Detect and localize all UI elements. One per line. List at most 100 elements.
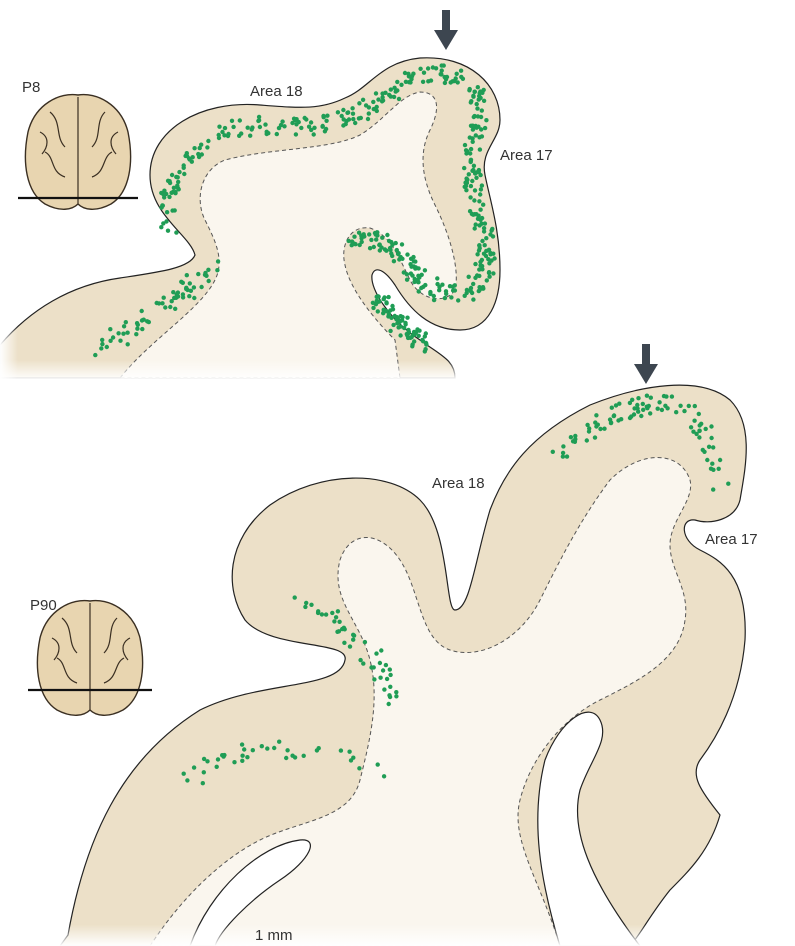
p8-cell [170, 299, 174, 303]
p8-cell [378, 242, 382, 246]
p90-cell [656, 407, 660, 411]
p8-cell [277, 126, 281, 130]
p8-cell [451, 288, 455, 292]
p90-cell [660, 408, 664, 412]
p8-cell [294, 132, 298, 136]
p90-cell [689, 425, 693, 429]
p8-cell [480, 134, 484, 138]
p8-cell [189, 289, 193, 293]
p8-cell [423, 283, 427, 287]
p90-cell [240, 742, 244, 746]
p8-cell [176, 175, 180, 179]
p90-cell [610, 406, 614, 410]
p8-cell [465, 288, 469, 292]
p90-cell [635, 403, 639, 407]
p90-cell [718, 458, 722, 462]
p90-cell [265, 746, 269, 750]
p8-cell [399, 83, 403, 87]
p8-cell [266, 131, 270, 135]
p8-cell [491, 234, 495, 238]
p8-cell [473, 188, 477, 192]
p8-cell [155, 301, 159, 305]
p8-cell [176, 180, 180, 184]
p8-cell [477, 97, 481, 101]
p8-cell [184, 287, 188, 291]
p8-cell [484, 236, 488, 240]
p8-cell [374, 237, 378, 241]
p90-cell [376, 762, 380, 766]
p8-cell [322, 115, 326, 119]
p8-cell [413, 332, 417, 336]
p8-cell [324, 119, 328, 123]
p8-cell [478, 208, 482, 212]
p8-cell [471, 282, 475, 286]
p90-cell [384, 663, 388, 667]
p8-cell [359, 116, 363, 120]
p8-cell [405, 272, 409, 276]
p90-cell [320, 612, 324, 616]
p8-cell [477, 170, 481, 174]
p8-cell [347, 117, 351, 121]
p90-cell [711, 445, 715, 449]
p8-cell [490, 227, 494, 231]
p8-cell [172, 186, 176, 190]
p90-cell [192, 765, 196, 769]
p8-cell [479, 115, 483, 119]
p90-cell [382, 687, 386, 691]
p8-cell [474, 133, 478, 137]
p8-cell [424, 342, 428, 346]
p8-cell [173, 307, 177, 311]
p8-cell [487, 275, 491, 279]
p8-cell [100, 342, 104, 346]
p90-cell [382, 774, 386, 778]
p8-cell [406, 72, 410, 76]
p90-cell [182, 772, 186, 776]
p90-cell [358, 658, 362, 662]
p8-cell [422, 71, 426, 75]
p8-cell [417, 334, 421, 338]
panel-p90: P90 Area 18 Area 17 [0, 344, 795, 946]
p90-cell [330, 611, 334, 615]
p90-cell [352, 633, 356, 637]
p8-cell [168, 305, 172, 309]
p8-cell [467, 172, 471, 176]
p8-cell [361, 98, 365, 102]
p8-cell [480, 239, 484, 243]
p90-cell [342, 641, 346, 645]
p8-cell [392, 95, 396, 99]
p8-cell [435, 276, 439, 280]
p90-area18-label: Area 18 [432, 475, 485, 492]
p90-cell [245, 755, 249, 759]
p8-cell [439, 72, 443, 76]
p8-cell [414, 279, 418, 283]
p90-cell [561, 444, 565, 448]
p8-cell [147, 320, 151, 324]
p8-cell [478, 246, 482, 250]
p8-cell [449, 80, 453, 84]
p8-area18-label: Area 18 [250, 83, 303, 100]
p8-cell [492, 256, 496, 260]
p8-cell [468, 289, 472, 293]
p8-cell [470, 179, 474, 183]
p8-cell [448, 284, 452, 288]
p8-cell [423, 347, 427, 351]
p8-cell [404, 80, 408, 84]
p90-cell [277, 740, 281, 744]
p8-cell [161, 203, 165, 207]
p8-cell [388, 246, 392, 250]
p8-cell [400, 242, 404, 246]
p8-cell [396, 251, 400, 255]
p90-cell [232, 760, 236, 764]
p8-cell [418, 67, 422, 71]
p8-cell [382, 297, 386, 301]
p8-cell [159, 225, 163, 229]
p8-cell [124, 320, 128, 324]
p90-cell [670, 394, 674, 398]
p90-cell [285, 748, 289, 752]
p90-cell [693, 404, 697, 408]
p8-cell [161, 192, 165, 196]
p8-cell [391, 307, 395, 311]
scale-bar-label: 1 mm [255, 927, 293, 944]
p8-cell [478, 263, 482, 267]
p8-cell [376, 97, 380, 101]
